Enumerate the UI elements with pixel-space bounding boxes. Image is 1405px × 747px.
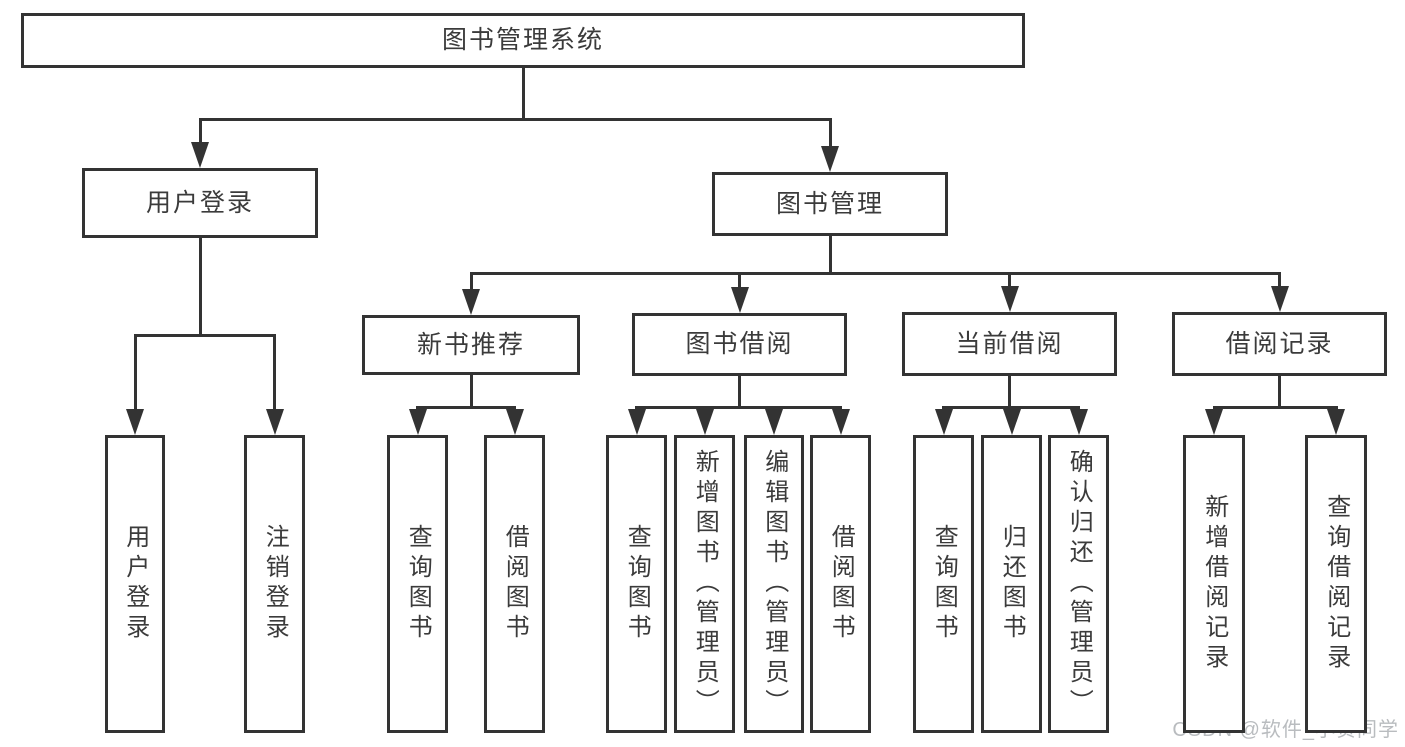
arrowhead-into-borrowing-records [1270, 286, 1289, 312]
connector-stem-user-login [198, 238, 202, 337]
node-label-leaf-add-borrow-record: 新增借阅记录 [1200, 494, 1228, 674]
connector-bar-user-login [133, 334, 276, 337]
arrowhead-into-leaf-edit-books [765, 409, 783, 435]
arrowhead-into-leaf-add-borrow-record [1205, 409, 1223, 435]
connector-bar-book-borrowing [635, 406, 842, 409]
arrowhead-into-current-borrowing [1000, 286, 1019, 312]
arrowhead-into-leaf-query-borrow-record [1327, 409, 1345, 435]
connector-drop-leaf-query-books-borrowing [635, 406, 638, 411]
node-label-book-management: 图书管理 [775, 189, 884, 218]
connector-drop-leaf-borrow-books-recommend [513, 406, 516, 411]
connector-stem-book-management [828, 236, 832, 275]
node-new-book-recommend: 新书推荐 [362, 315, 580, 375]
node-leaf-logout: 注销登录 [244, 435, 305, 733]
node-label-leaf-query-books-borrowing: 查询图书 [623, 524, 651, 644]
node-leaf-query-books-current: 查询图书 [913, 435, 974, 733]
arrowhead-into-leaf-logout [265, 409, 284, 435]
node-user-login: 用户登录 [82, 168, 318, 238]
arrowhead-into-user-login [191, 142, 209, 168]
arrowhead-into-book-borrowing [730, 287, 749, 313]
connector-bar-root [198, 118, 832, 121]
node-label-leaf-add-books: 新增图书（管理员） [691, 449, 719, 719]
node-leaf-return-books: 归还图书 [981, 435, 1042, 733]
arrowhead-into-leaf-query-books-current [934, 409, 953, 435]
node-root: 图书管理系统 [21, 13, 1025, 68]
node-label-leaf-query-books-recommend: 查询图书 [404, 524, 432, 644]
connector-drop-leaf-confirm-return [1077, 406, 1080, 411]
node-label-leaf-edit-books: 编辑图书（管理员） [760, 449, 788, 719]
connector-stem-borrowing-records [1278, 376, 1281, 409]
connector-drop-leaf-query-books-recommend [416, 406, 419, 411]
node-label-leaf-user-login: 用户登录 [121, 524, 149, 644]
connector-stem-book-borrowing [738, 376, 741, 409]
arrowhead-into-leaf-user-login [126, 409, 144, 435]
connector-stem-current-borrowing [1008, 376, 1011, 409]
connector-drop-leaf-return-books [1010, 406, 1013, 411]
connector-drop-new-book-recommend [469, 272, 473, 291]
node-label-book-borrowing: 图书借阅 [685, 330, 794, 359]
connector-drop-borrowing-records [1278, 272, 1281, 288]
connector-drop-leaf-borrow-books-borrowing [839, 406, 842, 411]
node-leaf-borrow-books-recommend: 借阅图书 [484, 435, 545, 733]
connector-bar-new-book-recommend [416, 406, 516, 409]
node-book-borrowing: 图书借阅 [632, 313, 847, 376]
arrowhead-into-leaf-query-books-borrowing [627, 409, 646, 435]
connector-drop-book-borrowing [738, 272, 741, 289]
node-label-leaf-borrow-books-borrowing: 借阅图书 [827, 524, 855, 644]
arrowhead-into-leaf-return-books [1002, 409, 1021, 435]
connector-drop-current-borrowing [1008, 272, 1011, 288]
connector-drop-leaf-add-borrow-record [1212, 406, 1216, 411]
node-label-leaf-query-borrow-record: 查询借阅记录 [1322, 494, 1350, 674]
connector-stem-root [521, 68, 525, 121]
arrowhead-into-leaf-confirm-return [1069, 409, 1088, 435]
connector-drop-leaf-logout [273, 334, 276, 411]
node-leaf-add-borrow-record: 新增借阅记录 [1183, 435, 1245, 733]
node-leaf-borrow-books-borrowing: 借阅图书 [810, 435, 871, 733]
arrowhead-into-book-management [821, 146, 839, 172]
arrowhead-into-new-book-recommend [462, 289, 480, 315]
arrowhead-into-leaf-add-books [695, 409, 714, 435]
node-leaf-query-books-borrowing: 查询图书 [606, 435, 667, 733]
connector-drop-leaf-add-books [703, 406, 706, 411]
node-label-user-login: 用户登录 [145, 188, 254, 217]
node-leaf-confirm-return: 确认归还（管理员） [1048, 435, 1109, 733]
node-book-management: 图书管理 [712, 172, 948, 236]
node-label-new-book-recommend: 新书推荐 [416, 330, 525, 359]
node-label-leaf-borrow-books-recommend: 借阅图书 [501, 524, 529, 644]
node-label-leaf-confirm-return: 确认归还（管理员） [1065, 449, 1093, 719]
connector-drop-leaf-query-borrow-record [1334, 406, 1338, 411]
connector-drop-leaf-query-books-current [942, 406, 945, 411]
node-label-borrowing-records: 借阅记录 [1225, 329, 1334, 358]
node-leaf-query-books-recommend: 查询图书 [387, 435, 448, 733]
node-leaf-user-login: 用户登录 [105, 435, 165, 733]
node-label-leaf-return-books: 归还图书 [998, 524, 1026, 644]
node-leaf-add-books: 新增图书（管理员） [674, 435, 735, 733]
arrowhead-into-leaf-borrow-books-borrowing [831, 409, 850, 435]
node-label-current-borrowing: 当前借阅 [955, 329, 1064, 358]
node-label-leaf-query-books-current: 查询图书 [930, 524, 958, 644]
connector-drop-leaf-user-login [133, 334, 137, 411]
connector-stem-new-book-recommend [469, 375, 473, 409]
connector-drop-leaf-edit-books [772, 406, 776, 411]
arrowhead-into-leaf-borrow-books-recommend [505, 409, 524, 435]
node-label-root: 图书管理系统 [441, 26, 604, 55]
node-leaf-query-borrow-record: 查询借阅记录 [1305, 435, 1367, 733]
node-label-leaf-logout: 注销登录 [261, 524, 289, 644]
node-current-borrowing: 当前借阅 [902, 312, 1117, 376]
node-leaf-edit-books: 编辑图书（管理员） [744, 435, 804, 733]
connector-drop-book-management [828, 118, 832, 148]
connector-bar-borrowing-records [1212, 406, 1338, 409]
connector-bar-book-management [469, 272, 1281, 275]
connector-drop-user-login [198, 118, 202, 144]
arrowhead-into-leaf-query-books-recommend [408, 409, 427, 435]
node-borrowing-records: 借阅记录 [1172, 312, 1387, 376]
